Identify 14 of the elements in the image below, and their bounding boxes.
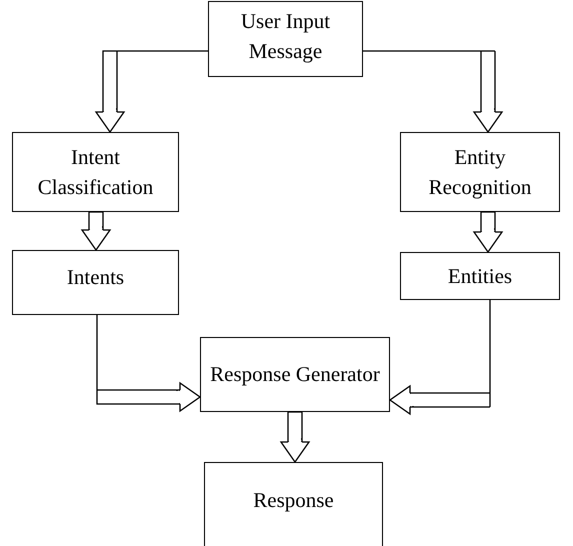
box-label: Response (253, 486, 334, 514)
box-label: User Input Message (240, 8, 332, 65)
process-box (204, 462, 383, 546)
process-box (200, 337, 390, 412)
process-box (12, 250, 179, 315)
box-label: Response Generator (210, 361, 380, 388)
box-label: Intent Classification (36, 144, 154, 201)
process-box (12, 132, 179, 212)
process-box (400, 132, 560, 212)
process-box (208, 1, 363, 77)
box-label: Entity Recognition (428, 144, 532, 201)
box-label: Entities (448, 262, 512, 290)
box-label: Intents (66, 264, 124, 292)
process-box (400, 252, 560, 300)
